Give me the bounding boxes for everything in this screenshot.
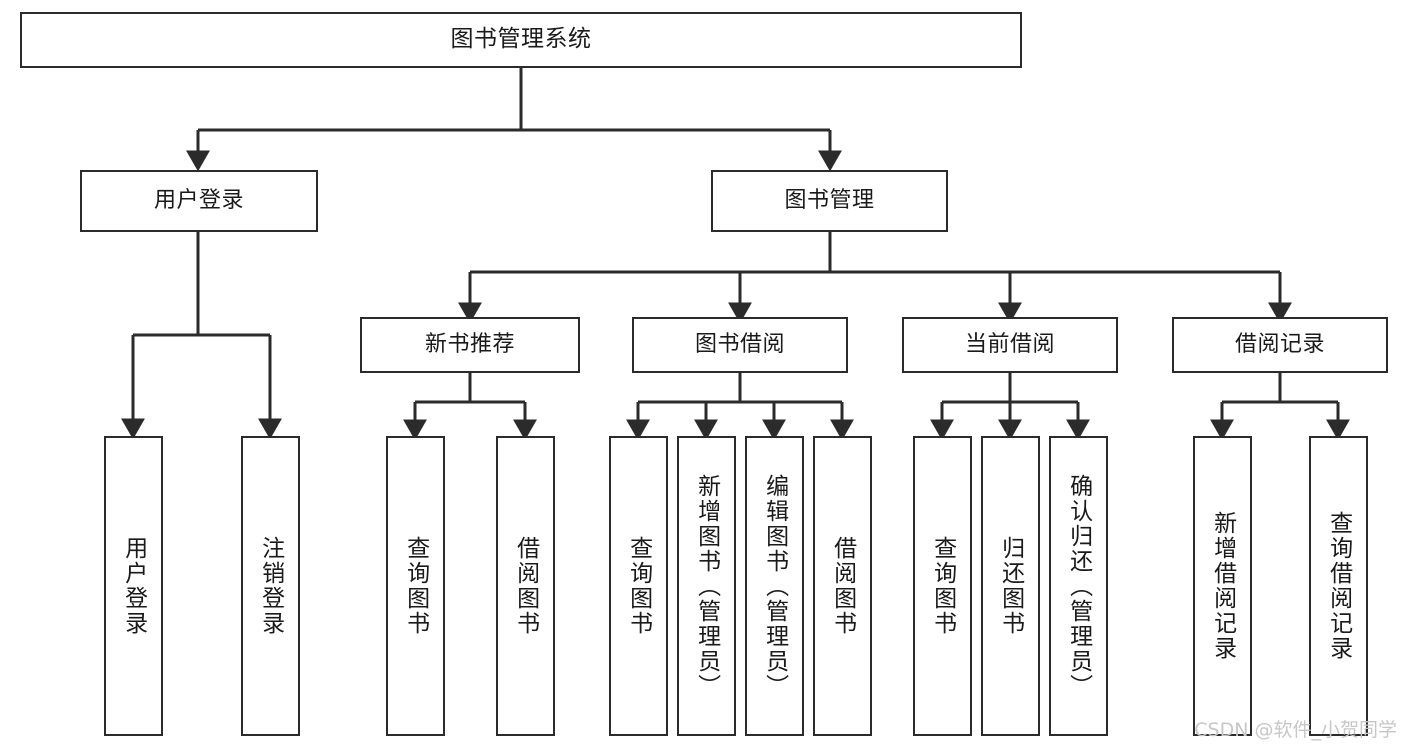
node-leaf-query-book-3[interactable]: 查询图书 xyxy=(913,436,972,736)
node-label: 图书管理系统 xyxy=(450,26,592,53)
node-label: 借阅记录 xyxy=(1234,332,1325,358)
node-label: 查询图书 xyxy=(402,536,429,636)
node-leaf-add-book[interactable]: 新增图书（管理员） xyxy=(677,436,736,736)
node-label: 新书推荐 xyxy=(424,332,515,358)
node-label: 图书借阅 xyxy=(694,332,785,358)
node-leaf-confirm-return[interactable]: 确认归还（管理员） xyxy=(1049,436,1108,736)
node-borrow-record[interactable]: 借阅记录 xyxy=(1172,317,1388,373)
node-label: 编辑图书（管理员） xyxy=(761,473,788,699)
node-label: 当前借阅 xyxy=(964,332,1055,358)
node-leaf-query-book-1[interactable]: 查询图书 xyxy=(386,436,445,736)
node-leaf-query-book-2[interactable]: 查询图书 xyxy=(609,436,668,736)
csdn-watermark: CSDN @软件_小贺同学 xyxy=(1194,719,1397,741)
node-current-borrow[interactable]: 当前借阅 xyxy=(902,317,1118,373)
node-label: 查询图书 xyxy=(625,536,652,636)
node-book-borrow[interactable]: 图书借阅 xyxy=(632,317,848,373)
node-label: 借阅图书 xyxy=(512,536,539,636)
node-new-book-recommend[interactable]: 新书推荐 xyxy=(360,317,580,373)
node-label: 查询借阅记录 xyxy=(1325,511,1352,661)
node-label: 用户登录 xyxy=(153,188,244,214)
node-leaf-edit-book[interactable]: 编辑图书（管理员） xyxy=(745,436,804,736)
node-label: 新增借阅记录 xyxy=(1209,511,1236,661)
node-leaf-borrow-book-1[interactable]: 借阅图书 xyxy=(496,436,555,736)
node-leaf-add-record[interactable]: 新增借阅记录 xyxy=(1193,436,1252,736)
node-label: 归还图书 xyxy=(997,536,1024,636)
node-user-login[interactable]: 用户登录 xyxy=(80,170,318,232)
node-leaf-user-logout[interactable]: 注销登录 xyxy=(241,436,300,736)
node-leaf-query-record[interactable]: 查询借阅记录 xyxy=(1309,436,1368,736)
node-label: 新增图书（管理员） xyxy=(693,473,720,699)
node-label: 注销登录 xyxy=(257,536,284,636)
node-book-management[interactable]: 图书管理 xyxy=(711,170,948,232)
node-label: 查询图书 xyxy=(929,536,956,636)
node-label: 用户登录 xyxy=(120,536,147,636)
node-leaf-return-book[interactable]: 归还图书 xyxy=(981,436,1040,736)
node-root-system[interactable]: 图书管理系统 xyxy=(20,12,1022,68)
node-label: 确认归还（管理员） xyxy=(1065,473,1092,699)
node-leaf-user-login[interactable]: 用户登录 xyxy=(104,436,163,736)
node-label: 借阅图书 xyxy=(829,536,856,636)
node-label: 图书管理 xyxy=(784,188,875,214)
node-leaf-borrow-book-2[interactable]: 借阅图书 xyxy=(813,436,872,736)
